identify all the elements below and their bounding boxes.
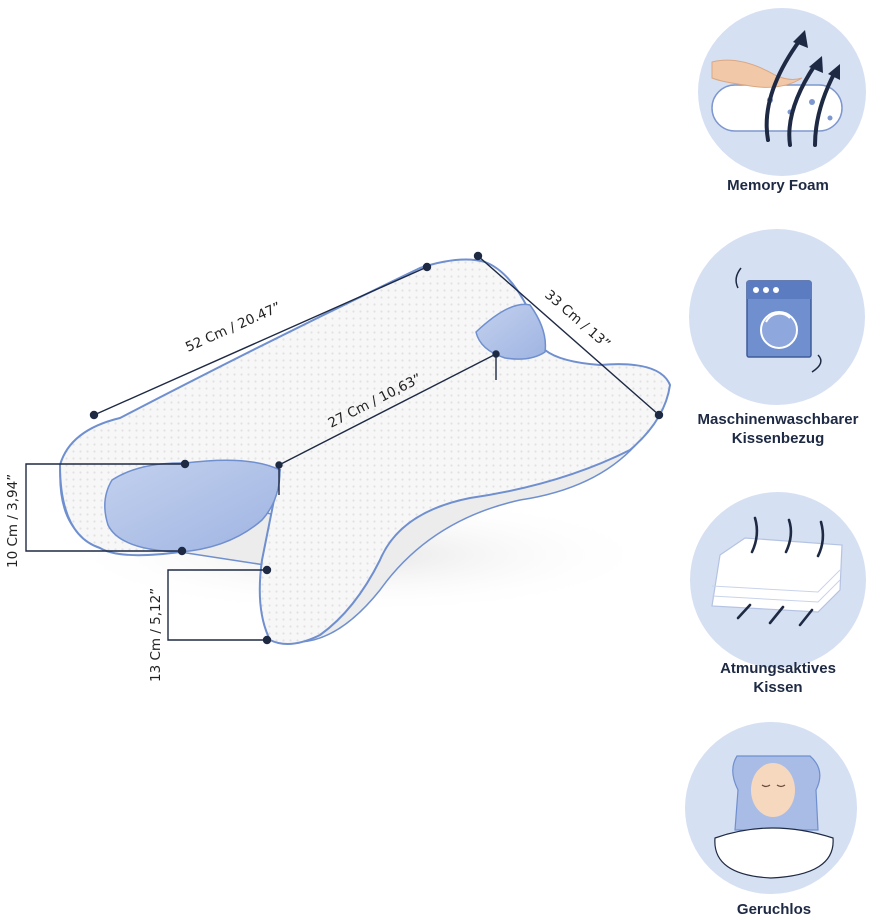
sleeping-person-icon	[685, 722, 857, 894]
feature-label-washable-cover: Maschinenwaschbarer Kissenbezug	[668, 410, 888, 448]
feature-text: Memory Foam	[727, 177, 829, 194]
feature-text: Atmungsaktives	[720, 660, 836, 677]
washing-machine-icon	[689, 229, 865, 405]
feature-label-odorless: Geruchlos	[664, 900, 884, 919]
height-high-label: 13 Cm / 5,12”	[148, 588, 164, 682]
memory-foam-icon	[698, 8, 866, 176]
dimension-lines	[25, 251, 664, 645]
feature-text: Kissenbezug	[731, 430, 825, 447]
feature-label-memory-foam: Memory Foam	[668, 176, 888, 195]
feature-text: Kissen	[753, 679, 803, 696]
breathable-layer-icon	[690, 492, 866, 668]
feature-text: Maschinenwaschbarer	[697, 411, 859, 428]
feature-label-breathable: Atmungsaktives Kissen	[668, 659, 888, 697]
feature-text: Geruchlos	[736, 901, 812, 918]
height-low-label: 10 Cm / 3,94”	[5, 474, 21, 568]
pillow	[58, 258, 672, 645]
